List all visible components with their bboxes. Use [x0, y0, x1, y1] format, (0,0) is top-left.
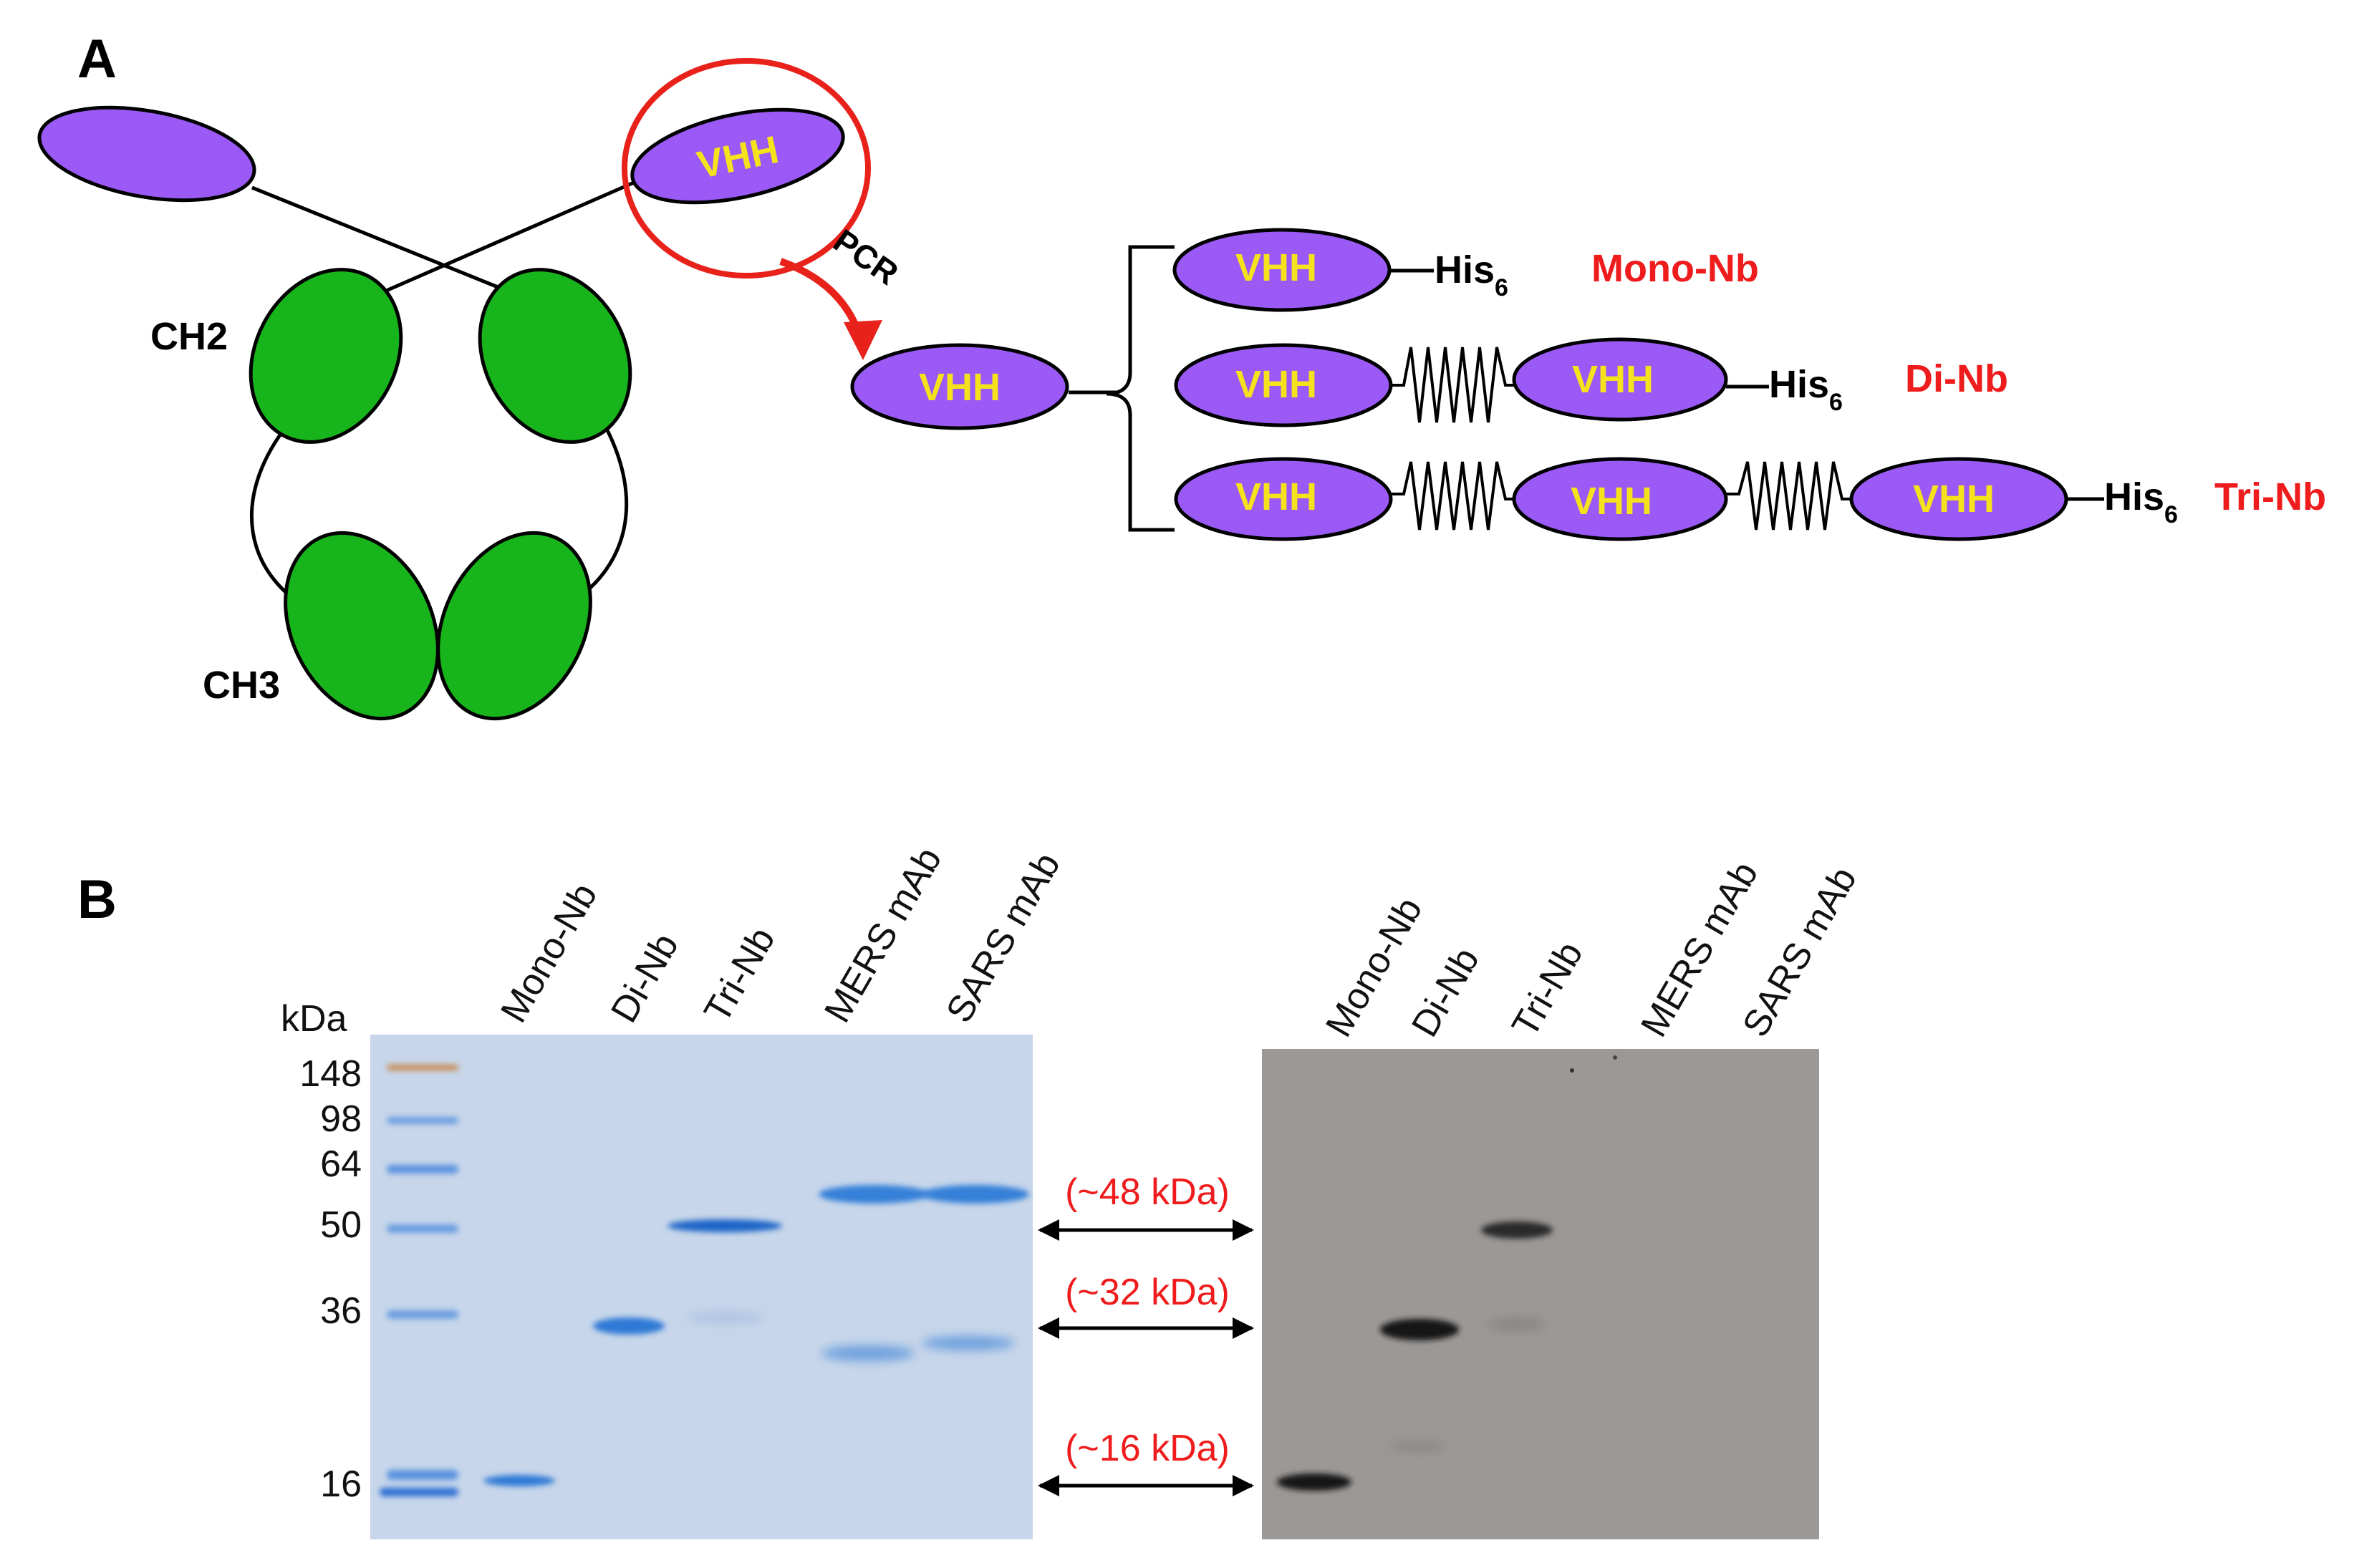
ch2-domain-left	[249, 268, 403, 444]
band-tri-nb-faint	[685, 1312, 764, 1323]
blot-speck	[1570, 1068, 1574, 1073]
single-vhh: VHH	[850, 343, 1069, 430]
pcr-arrow-head	[844, 320, 882, 360]
highlight-circle	[622, 58, 871, 279]
svg-text:VHH: VHH	[1235, 475, 1317, 518]
ch2-domain-right	[478, 268, 632, 444]
ladder-labels: 148 98 64 50 36 16	[299, 1053, 362, 1505]
ch3-domain-left	[284, 531, 440, 721]
marker-label: (~16 kDa)	[1065, 1428, 1230, 1469]
blot-speck	[1613, 1055, 1617, 1060]
svg-text:VHH: VHH	[1572, 358, 1654, 401]
svg-text:VHH: VHH	[1571, 480, 1652, 523]
di-nb-linker	[1391, 347, 1515, 423]
tri-nb-linker-1	[1391, 461, 1515, 531]
lane-label: Tri-Nb	[696, 921, 783, 1030]
svg-text:VHH: VHH	[1235, 246, 1317, 289]
ladder-label: 16	[320, 1463, 362, 1505]
band-mono-nb	[483, 1475, 555, 1486]
ch3-domain-right	[436, 531, 592, 721]
di-nb-tag: His6	[1769, 363, 1843, 416]
panel-a-label: A	[77, 29, 117, 89]
igg-vh-left	[37, 105, 256, 203]
band-mers-heavy	[819, 1185, 929, 1204]
band-mono-nb-wb-faint	[1389, 1441, 1447, 1452]
lane-label: Mono-Nb	[493, 876, 605, 1030]
band-di-nb	[593, 1317, 665, 1335]
ladder-label: 64	[320, 1143, 362, 1185]
lane-label: MERS mAb	[816, 841, 950, 1030]
igg-vhh-right: VHH	[630, 107, 845, 205]
lane-labels-left: Mono-Nb Di-Nb Tri-Nb MERS mAb SARS mAb	[493, 841, 1069, 1030]
igg-hinge-lines	[249, 180, 635, 611]
construct-brace	[1106, 245, 1175, 532]
svg-text:VHH: VHH	[919, 366, 1001, 409]
lane-label: Di-Nb	[1404, 941, 1488, 1044]
tri-nb-name: Tri-Nb	[2214, 475, 2326, 518]
ch3-label: CH3	[203, 664, 280, 707]
band-tri-nb-wb-faint	[1488, 1317, 1546, 1332]
tri-nb-linker-2	[1726, 461, 1851, 531]
coomassie-gel	[370, 1035, 1033, 1539]
lane-label: SARS mAb	[938, 846, 1069, 1030]
band-mono-nb-wb	[1277, 1473, 1351, 1491]
lane-labels-right: Mono-Nb Di-Nb Tri-Nb MERS mAb SARS mAb	[1318, 855, 1865, 1044]
kda-title: kDa	[281, 998, 347, 1040]
di-nb-name: Di-Nb	[1905, 357, 2008, 400]
band-sars-light	[922, 1336, 1015, 1350]
ladder-bands	[380, 1065, 458, 1496]
panel-b-label: B	[77, 869, 117, 930]
pcr-label: PCR	[826, 222, 905, 292]
svg-text:VHH: VHH	[1235, 363, 1317, 406]
ch2-label: CH2	[150, 315, 228, 358]
ladder-label: 36	[320, 1290, 362, 1332]
band-tri-nb-wb	[1481, 1221, 1553, 1239]
band-tri-nb	[667, 1219, 782, 1232]
ladder-label: 98	[320, 1098, 362, 1140]
ladder-label: 148	[299, 1053, 362, 1095]
western-blot	[1262, 1049, 1819, 1539]
mono-nb-name: Mono-Nb	[1591, 247, 1759, 290]
marker-label: (~48 kDa)	[1065, 1171, 1230, 1213]
svg-text:VHH: VHH	[1913, 478, 1995, 521]
marker-label: (~32 kDa)	[1065, 1272, 1230, 1313]
lane-label: Tri-Nb	[1504, 935, 1591, 1044]
size-markers: (~48 kDa) (~32 kDa) (~16 kDa)	[1038, 1171, 1254, 1496]
construct-mono-nb: VHH His6 Mono-Nb	[1172, 228, 1759, 312]
construct-tri-nb: VHH VHH VHH His6 Tri-Nb	[1174, 457, 2326, 541]
mono-nb-tag: His6	[1435, 248, 1508, 301]
construct-di-nb: VHH VHH His6 Di-Nb	[1174, 337, 2008, 427]
band-mers-light	[821, 1345, 915, 1361]
lane-label: Di-Nb	[603, 926, 687, 1030]
band-di-nb-wb	[1380, 1319, 1459, 1340]
tri-nb-tag: His6	[2104, 475, 2178, 528]
ladder-label: 50	[320, 1204, 362, 1246]
band-sars-heavy	[922, 1185, 1029, 1204]
